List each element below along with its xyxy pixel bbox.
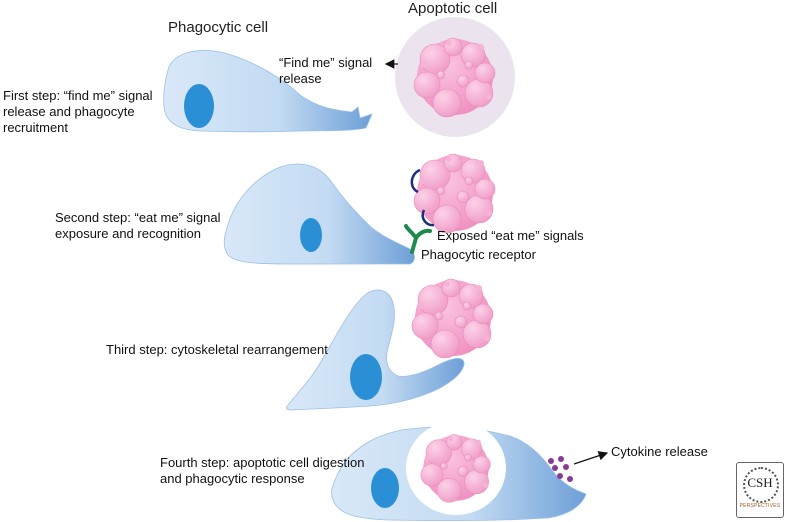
- apoptotic-bleb-small: [425, 455, 432, 461]
- phagocyte-cell-1: [163, 50, 373, 133]
- apoptotic-bleb: [432, 88, 462, 118]
- logo-ring-icon: [743, 467, 779, 503]
- nucleus-2: [300, 218, 322, 252]
- apoptotic-bleb: [413, 187, 441, 215]
- apoptotic-bleb-small: [475, 439, 481, 445]
- apoptotic-bleb: [420, 463, 444, 487]
- apoptotic-bleb-small: [484, 335, 490, 341]
- find-me-line-1: “Find me” signal: [279, 55, 373, 70]
- apoptotic-bleb: [432, 204, 462, 234]
- cytokine-dots: [548, 456, 573, 482]
- apoptotic-bleb: [411, 312, 439, 340]
- step-4-line-1: Fourth step: apoptotic cell digestion: [160, 455, 365, 470]
- find-me-line-2: release: [279, 71, 322, 86]
- apoptotic-bleb: [413, 71, 441, 99]
- apoptotic-bleb: [474, 178, 496, 200]
- apoptotic-bleb-small: [476, 285, 482, 291]
- step-2-label: Second step: “eat me” signal exposure an…: [55, 210, 220, 242]
- apoptotic-bleb: [443, 153, 463, 173]
- phagocyte-cell-2: [223, 163, 415, 265]
- apoptotic-bleb: [472, 303, 494, 325]
- apoptotic-bleb: [464, 176, 474, 186]
- apoptotic-cell-4: [420, 434, 491, 503]
- step-1-line-2: release and phagocyte: [3, 104, 135, 119]
- step-1-label: First step: “find me” signal release and…: [3, 88, 153, 136]
- phagocytic-receptor-label: Phagocytic receptor: [421, 247, 536, 262]
- apoptotic-bleb: [436, 186, 446, 196]
- apoptotic-bleb: [430, 329, 460, 359]
- apoptotic-bleb: [417, 284, 449, 316]
- nucleus-3: [350, 354, 382, 400]
- apoptotic-bleb: [464, 194, 494, 224]
- apoptotic-bleb: [436, 70, 446, 80]
- apoptotic-bleb: [464, 453, 472, 462]
- eat-me-signals-label: Exposed “eat me” signals: [437, 228, 584, 243]
- apoptotic-bleb: [440, 462, 448, 470]
- apoptotic-bleb: [464, 469, 489, 495]
- apoptotic-bleb-small: [420, 62, 426, 68]
- apoptotic-bleb: [462, 301, 472, 311]
- apoptotic-bleb: [443, 37, 463, 57]
- apoptotic-bleb-small: [446, 156, 452, 162]
- apoptotic-cell-3: [411, 278, 494, 359]
- apoptotic-bleb: [419, 159, 451, 191]
- step-2-line-2: exposure and recognition: [55, 226, 201, 241]
- eat-me-signal-2: [421, 209, 435, 227]
- header-apoptotic-cell: Apoptotic cell: [408, 0, 498, 17]
- apoptotic-bleb: [446, 434, 463, 451]
- apoptotic-bleb-small: [486, 94, 492, 100]
- nucleus-1: [184, 84, 214, 128]
- apoptotic-bleb: [434, 311, 444, 321]
- apoptotic-bleb-small: [478, 44, 484, 50]
- apoptotic-bleb: [441, 278, 461, 298]
- apoptotic-bleb: [456, 190, 470, 204]
- nucleus-4: [371, 468, 399, 508]
- apoptotic-bleb-small: [478, 160, 484, 166]
- apoptotic-bleb: [472, 455, 491, 474]
- phagocyte-cell-3: [285, 289, 465, 411]
- step-4-label: Fourth step: apoptotic cell digestion an…: [160, 455, 365, 487]
- apoptotic-bleb: [462, 319, 492, 349]
- phagocytic-receptor-icon: [404, 224, 432, 254]
- apoptotic-bleb: [456, 74, 470, 88]
- step-1-line-1: First step: “find me” signal: [3, 88, 153, 103]
- apoptotic-bleb: [425, 439, 452, 466]
- find-me-signal-label: “Find me” signal release: [279, 55, 372, 87]
- step-2-line-1: Second step: “eat me” signal: [55, 210, 221, 225]
- apoptotic-cell-1: [413, 37, 496, 118]
- logo-text: CSH: [747, 475, 773, 490]
- step-1-line-3: recruitment: [3, 120, 69, 135]
- apoptotic-bleb-small: [482, 482, 488, 488]
- eat-me-signal-1: [410, 168, 421, 194]
- apoptotic-bleb: [436, 478, 462, 503]
- apoptotic-bleb-small: [486, 210, 492, 216]
- apoptotic-bleb: [474, 62, 496, 84]
- apoptotic-bleb-small: [444, 281, 450, 287]
- apoptotic-bleb-small: [446, 40, 452, 46]
- step-4-line-2: and phagocytic response: [160, 471, 305, 486]
- apoptotic-bleb: [454, 315, 468, 329]
- apoptotic-bleb: [419, 43, 451, 75]
- cytokine-release-label: Cytokine release: [611, 444, 708, 459]
- cytokine-arrow: [573, 451, 609, 465]
- apoptotic-bleb: [464, 60, 474, 70]
- logo-subtext: PERSPECTIVES: [739, 503, 781, 509]
- step-3-line-1: Third step: cytoskeletal rearrangement: [106, 342, 328, 357]
- apoptotic-bleb-small: [448, 436, 454, 442]
- apoptotic-bleb: [464, 78, 494, 108]
- apoptotic-cell-2: [413, 153, 496, 234]
- apoptotic-bleb-small: [420, 178, 426, 184]
- header-phagocytic-cell: Phagocytic cell: [168, 19, 269, 36]
- apoptotic-bleb-small: [418, 303, 424, 309]
- csh-perspectives-logo: CSH PERSPECTIVES: [736, 462, 784, 518]
- apoptotic-bleb: [457, 466, 469, 477]
- step-3-label: Third step: cytoskeletal rearrangement: [106, 342, 328, 358]
